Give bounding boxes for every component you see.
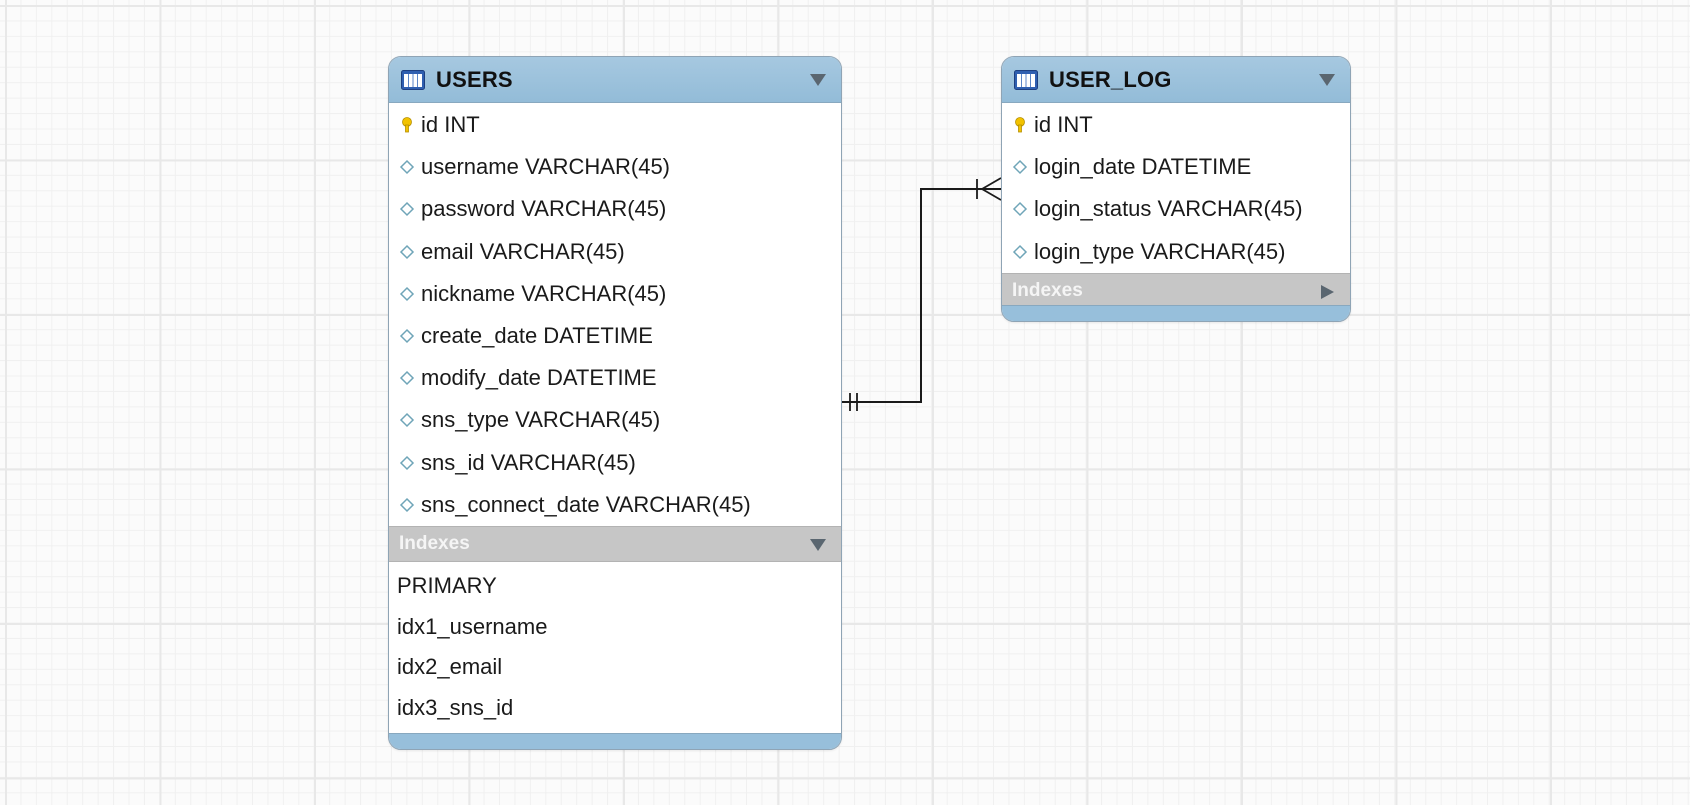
index-item[interactable]: idx3_sns_id [397, 694, 514, 720]
relationship-line[interactable] [841, 188, 1001, 403]
table-footer [389, 733, 841, 749]
primary-key-icon [1015, 117, 1025, 133]
column-label: create_date DATETIME [421, 323, 653, 349]
column-row[interactable]: sns_type VARCHAR(45) [389, 399, 841, 441]
index-item[interactable]: PRIMARY [397, 573, 497, 599]
users-indexes-header[interactable]: Indexes [389, 525, 841, 562]
one-mandatory-marker [849, 393, 858, 411]
collapse-table-icon[interactable] [1318, 72, 1336, 88]
users-index-list: PRIMARY idx1_username idx2_email idx3_sn… [389, 562, 841, 728]
index-item[interactable]: idx1_username [397, 613, 548, 639]
user-log-table-header[interactable]: USER_LOG [1002, 57, 1350, 103]
primary-key-icon [402, 117, 412, 133]
column-label: email VARCHAR(45) [421, 238, 625, 264]
user-log-indexes-header[interactable]: Indexes [1002, 272, 1350, 309]
column-diamond-icon [399, 244, 415, 259]
table-icon [1014, 69, 1038, 90]
index-item[interactable]: idx2_email [397, 654, 503, 680]
column-row[interactable]: id INT [1002, 104, 1350, 146]
collapse-table-icon[interactable] [809, 72, 827, 88]
user-log-table[interactable]: USER_LOG id INT login_date DATETIME [1001, 56, 1351, 322]
users-table-title: USERS [436, 66, 513, 92]
column-label: login_date DATETIME [1034, 154, 1252, 180]
column-row[interactable]: modify_date DATETIME [389, 357, 841, 399]
column-label: modify_date DATETIME [421, 365, 657, 391]
indexes-label: Indexes [1012, 279, 1083, 301]
column-diamond-icon [399, 455, 415, 470]
column-diamond-icon [399, 497, 415, 512]
column-row[interactable]: sns_connect_date VARCHAR(45) [389, 484, 841, 526]
column-label: login_type VARCHAR(45) [1034, 238, 1286, 264]
column-label: login_status VARCHAR(45) [1034, 196, 1303, 222]
table-icon [401, 69, 425, 90]
many-marker [976, 177, 1002, 201]
column-row[interactable]: login_status VARCHAR(45) [1002, 188, 1350, 230]
column-diamond-icon [399, 202, 415, 217]
user-log-columns: id INT login_date DATETIME login_status … [1002, 103, 1350, 273]
table-footer [1002, 305, 1350, 321]
column-row[interactable]: create_date DATETIME [389, 315, 841, 357]
indexes-label: Indexes [399, 532, 470, 554]
column-diamond-icon [399, 371, 415, 386]
expand-indexes-icon[interactable] [1318, 284, 1336, 300]
expand-indexes-icon[interactable] [809, 537, 827, 553]
users-table-header[interactable]: USERS [389, 57, 841, 103]
column-row[interactable]: sns_id VARCHAR(45) [389, 442, 841, 484]
column-diamond-icon [1012, 160, 1028, 175]
column-label: sns_id VARCHAR(45) [421, 449, 636, 475]
column-label: id INT [1034, 112, 1093, 138]
column-label: sns_type VARCHAR(45) [421, 407, 661, 433]
users-columns: id INT username VARCHAR(45) password VAR… [389, 103, 841, 526]
column-row[interactable]: password VARCHAR(45) [389, 188, 841, 230]
column-diamond-icon [399, 413, 415, 428]
column-row[interactable]: email VARCHAR(45) [389, 231, 841, 273]
column-label: username VARCHAR(45) [421, 154, 671, 180]
column-row[interactable]: login_date DATETIME [1002, 146, 1350, 188]
column-label: password VARCHAR(45) [421, 196, 667, 222]
column-row[interactable]: id INT [389, 104, 841, 146]
column-label: id INT [421, 112, 480, 138]
column-diamond-icon [1012, 244, 1028, 259]
column-label: sns_connect_date VARCHAR(45) [421, 491, 751, 517]
column-row[interactable]: login_type VARCHAR(45) [1002, 231, 1350, 273]
column-diamond-icon [399, 286, 415, 301]
column-label: nickname VARCHAR(45) [421, 280, 667, 306]
column-row[interactable]: nickname VARCHAR(45) [389, 273, 841, 315]
column-row[interactable]: username VARCHAR(45) [389, 146, 841, 188]
column-diamond-icon [399, 160, 415, 175]
users-table[interactable]: USERS id INT username VARCHAR(45) [388, 56, 842, 750]
column-diamond-icon [399, 328, 415, 344]
user-log-table-title: USER_LOG [1049, 66, 1172, 92]
column-diamond-icon [1012, 202, 1028, 217]
